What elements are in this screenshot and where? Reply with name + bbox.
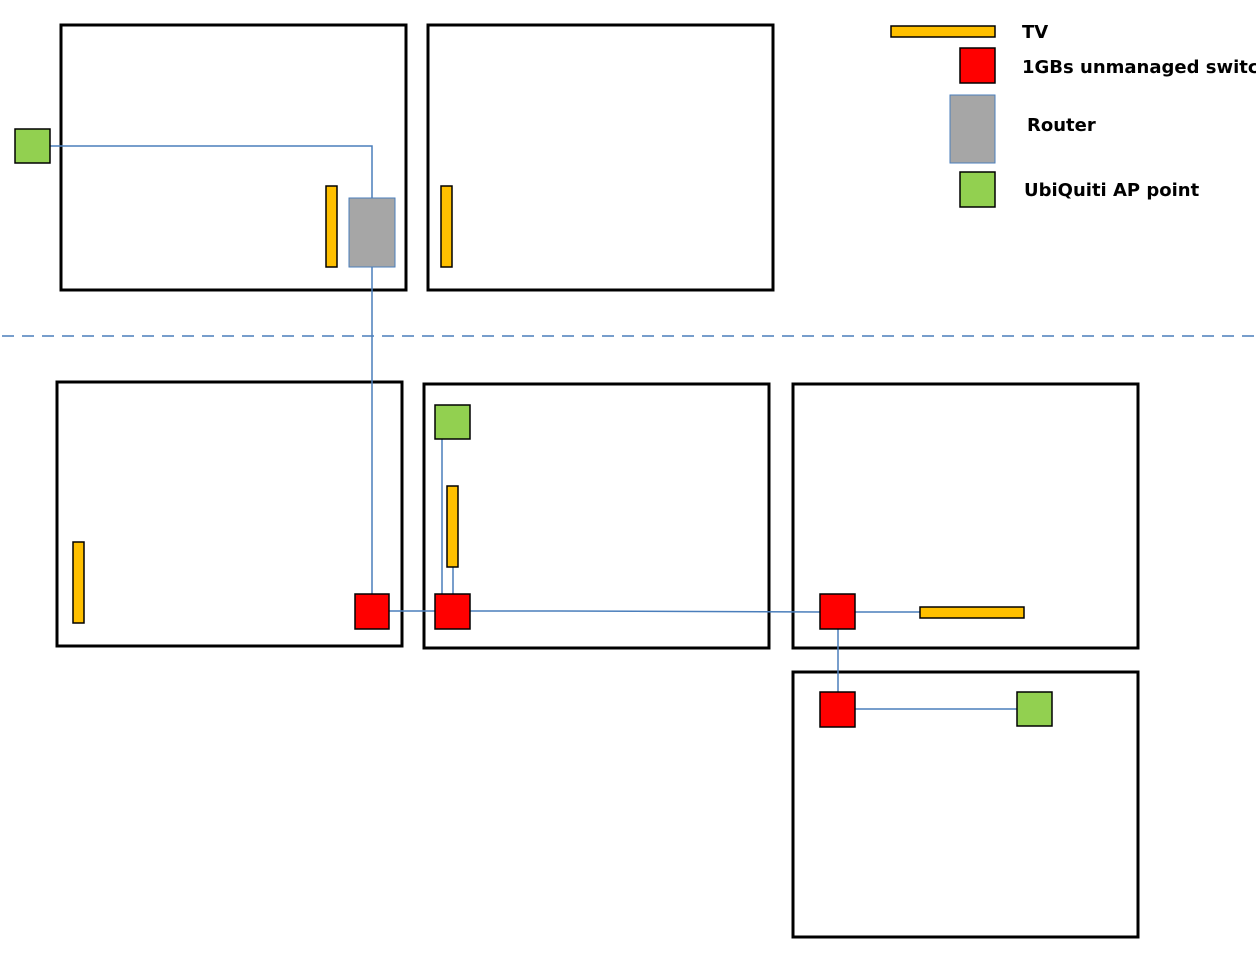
room-bottom-right — [791, 670, 1140, 939]
legend-ap-icon — [959, 171, 996, 208]
tv-icon — [325, 185, 338, 268]
legend-ap-label: UbiQuiti AP point — [1024, 180, 1200, 201]
tv-icon — [440, 185, 453, 268]
router-icon — [348, 197, 396, 268]
switch-icon — [434, 593, 471, 630]
switch-icon — [819, 691, 856, 728]
legend-router-icon — [949, 94, 996, 164]
legend-tv-icon — [890, 25, 996, 38]
room-lower-right — [791, 382, 1140, 650]
room-lower-middle — [422, 382, 771, 650]
tv-icon — [919, 606, 1025, 619]
room-upper-left — [59, 23, 408, 292]
cables — [50, 145, 1017, 710]
room-lower-left — [55, 380, 404, 648]
ap-icon — [434, 404, 471, 440]
legend: TV 1GBs unmanaged switch Router UbiQuiti… — [890, 22, 1256, 208]
legend-router-label: Router — [1027, 115, 1096, 136]
switch-icon — [819, 593, 856, 630]
switch-icon — [354, 593, 390, 630]
cable-ap-to-router — [50, 145, 373, 198]
room-upper-right — [426, 23, 775, 292]
cable-switch-to-switch-long — [470, 610, 821, 613]
legend-switch-icon — [959, 47, 996, 84]
tv-icon — [72, 541, 85, 624]
ap-icon — [14, 128, 51, 164]
legend-tv-label: TV — [1022, 22, 1048, 43]
ap-icon — [1016, 691, 1053, 727]
legend-switch-label: 1GBs unmanaged switch — [1022, 57, 1256, 78]
tv-icon — [446, 485, 459, 568]
